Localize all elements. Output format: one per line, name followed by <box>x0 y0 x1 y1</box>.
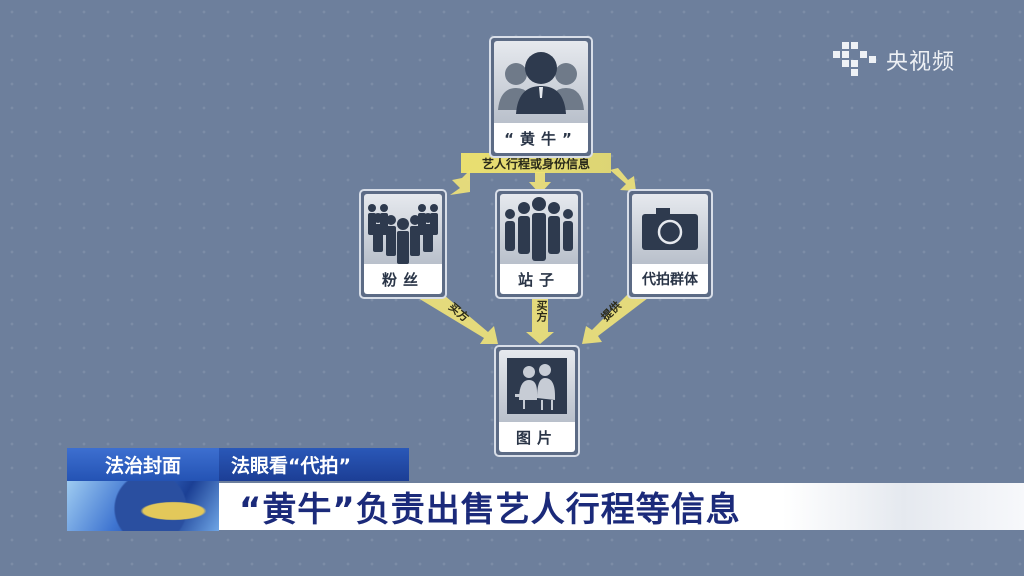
node-label: 图片 <box>499 422 575 452</box>
node-scalper: “黄牛” <box>489 36 593 158</box>
edge-label-buyer-middle: 买方 <box>535 300 548 322</box>
scalper-person-icon <box>498 52 584 114</box>
camera-icon <box>642 208 698 250</box>
topic-tag: 法眼看“代拍” <box>219 448 409 481</box>
news-lower-third: 法治封面 法眼看“代拍” “黄牛”负责出售艺人行程等信息 <box>67 448 1024 532</box>
channel-logo: 央视频 <box>832 42 955 78</box>
node-label: 站子 <box>500 264 578 294</box>
node-label: 代拍群体 <box>632 264 708 294</box>
program-tag: 法治封面 <box>67 448 219 481</box>
fans-crowd-icon <box>368 204 438 264</box>
headline: “黄牛”负责出售艺人行程等信息 <box>219 483 1024 530</box>
photo-people-icon <box>515 364 555 410</box>
node-fansite: 站子 <box>495 189 583 299</box>
logo-text: 央视频 <box>886 50 956 75</box>
node-label: 粉丝 <box>364 264 442 294</box>
edge-label-info: 艺人行程或身份信息 <box>461 153 611 173</box>
node-photos: 图片 <box>494 345 580 457</box>
globe-graphic <box>67 481 219 531</box>
fansite-group-icon <box>505 197 573 261</box>
node-label: “黄牛” <box>494 123 588 153</box>
node-fans: 粉丝 <box>359 189 447 299</box>
node-paparazzi-group: 代拍群体 <box>627 189 713 299</box>
cctv-video-logo-icon <box>833 42 876 76</box>
